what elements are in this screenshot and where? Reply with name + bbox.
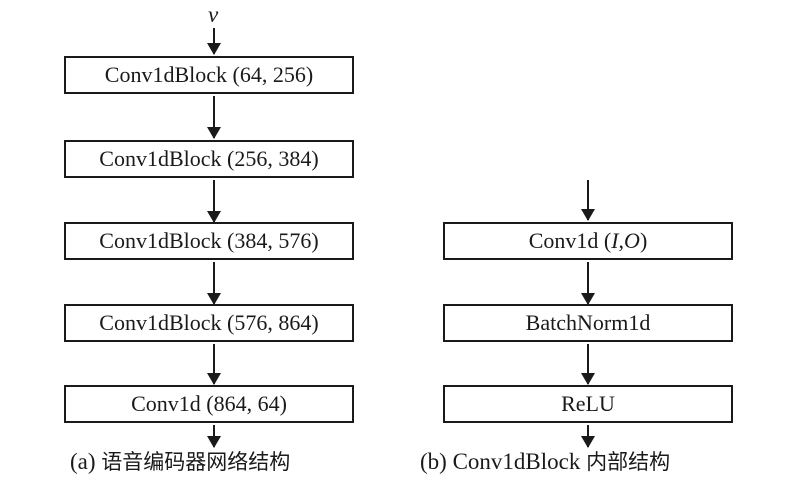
block-b-conv1d-suffix: )	[639, 228, 648, 253]
block-a-2: Conv1dBlock (256, 384)	[64, 140, 354, 178]
arrow-input-a	[207, 28, 221, 55]
arrow-output-b	[581, 425, 595, 448]
arrow-b-1	[581, 262, 595, 305]
block-b-conv1d-prefix: Conv1d (	[528, 228, 612, 253]
arrow-a-2	[207, 180, 221, 223]
caption-a-text: 语音编码器网络结构	[101, 450, 291, 474]
block-a-5: Conv1d (864, 64)	[64, 385, 354, 423]
block-a-1: Conv1dBlock (64, 256)	[64, 56, 354, 94]
caption-b: (b) Conv1dBlock 内部结构	[420, 446, 670, 476]
arrow-a-4	[207, 344, 221, 385]
block-b-conv1d-sep: ,	[618, 228, 625, 253]
block-b-batchnorm: BatchNorm1d	[443, 304, 733, 342]
caption-a-prefix: (a)	[70, 449, 102, 474]
caption-a: (a) 语音编码器网络结构	[70, 446, 290, 476]
block-a-4: Conv1dBlock (576, 864)	[64, 304, 354, 342]
block-b-conv1d: Conv1d (I, O)	[443, 222, 733, 260]
caption-b-prefix: (b) Conv1dBlock	[420, 449, 587, 474]
input-label-v: v	[208, 2, 219, 27]
arrow-input-b	[581, 180, 595, 221]
block-a-3: Conv1dBlock (384, 576)	[64, 222, 354, 260]
arrow-output-a	[207, 425, 221, 448]
arrow-b-2	[581, 344, 595, 385]
block-b-conv1d-i: I	[611, 228, 619, 253]
block-b-conv1d-o: O	[624, 228, 640, 253]
block-b-relu: ReLU	[443, 385, 733, 423]
caption-b-text: 内部结构	[586, 450, 671, 474]
arrow-a-3	[207, 262, 221, 305]
arrow-a-1	[207, 96, 221, 139]
